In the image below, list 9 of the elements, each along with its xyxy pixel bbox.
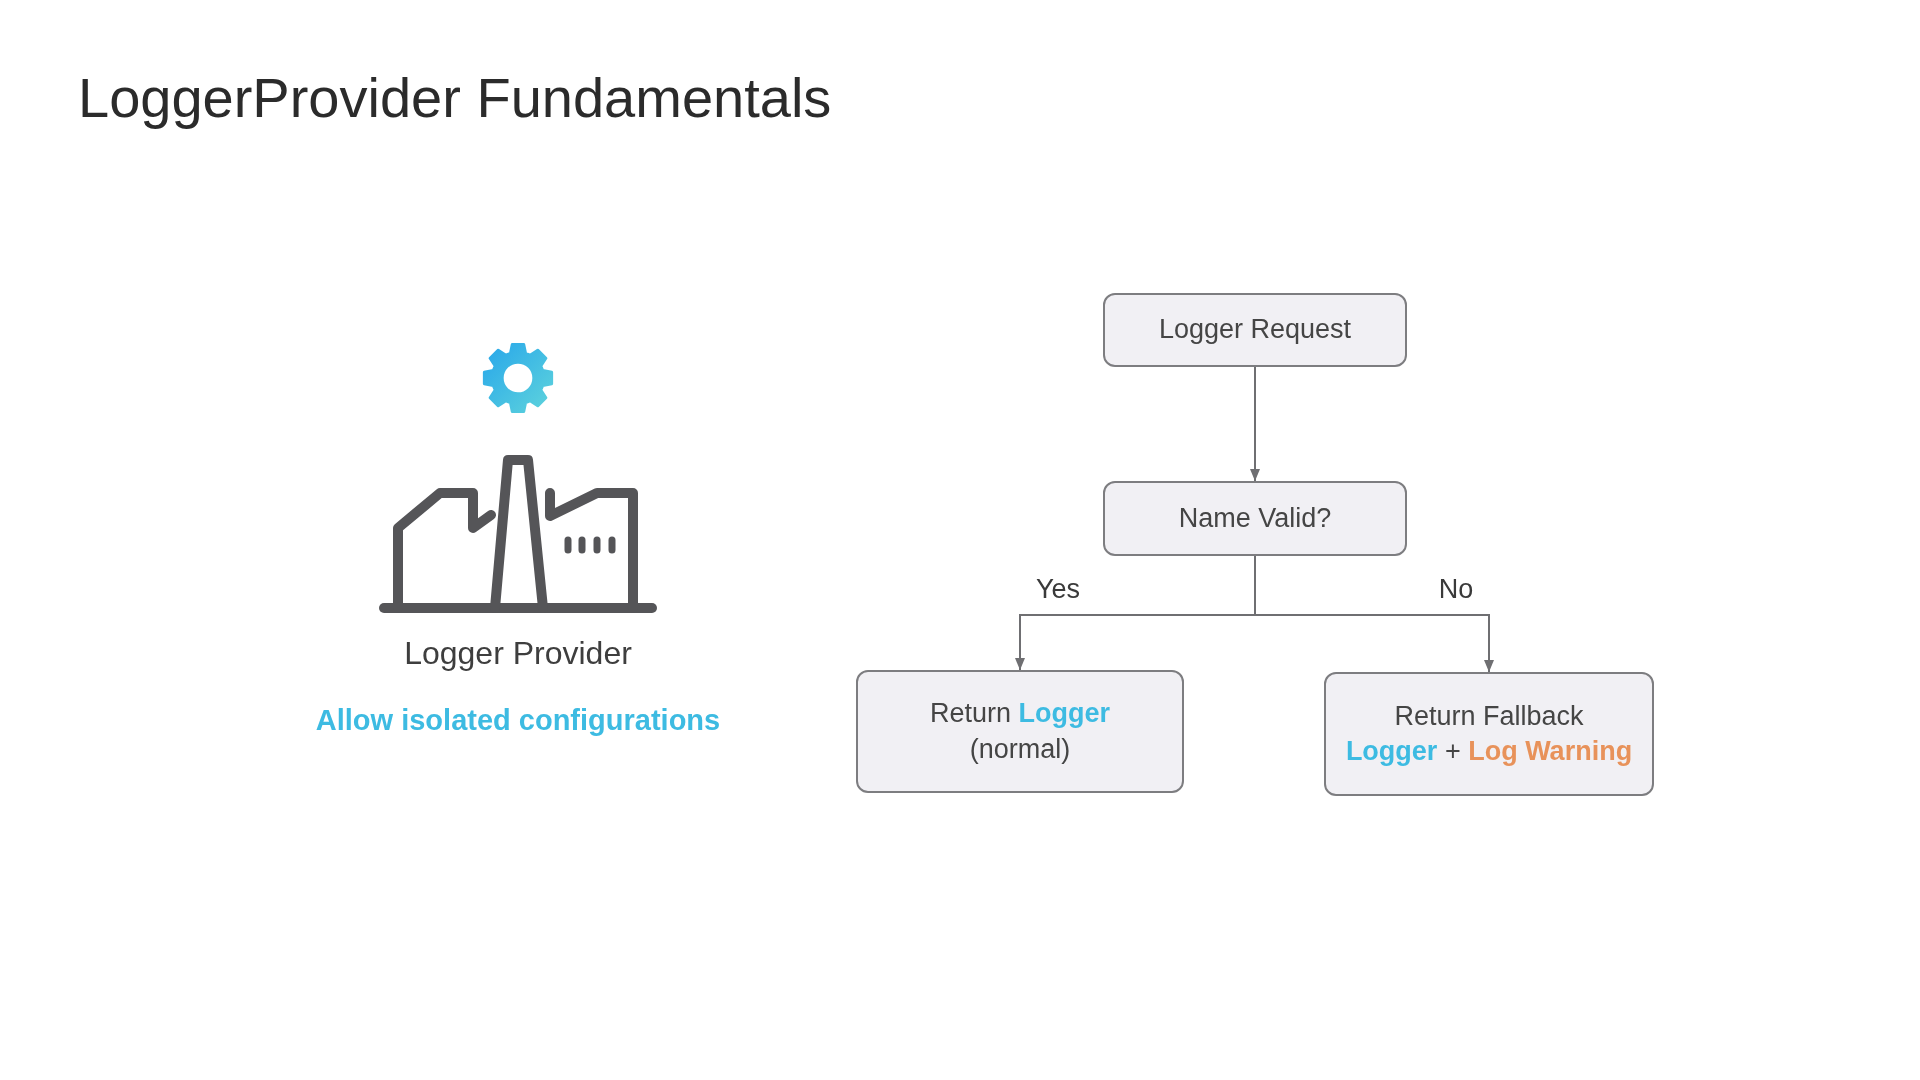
process-box: Name Valid? [1103, 481, 1407, 556]
icon-caption: Logger Provider [404, 634, 632, 673]
process-box: Return Fallback Logger + Log Warning [1324, 672, 1654, 796]
slide-title: LoggerProvider Fundamentals [78, 65, 832, 131]
process-box: Return Logger (normal) [856, 670, 1184, 793]
arrow [1254, 555, 1494, 673]
arrow [1250, 366, 1260, 482]
process-box: Logger Request [1103, 293, 1407, 367]
highlight-text: Allow isolated configurations [315, 703, 721, 738]
